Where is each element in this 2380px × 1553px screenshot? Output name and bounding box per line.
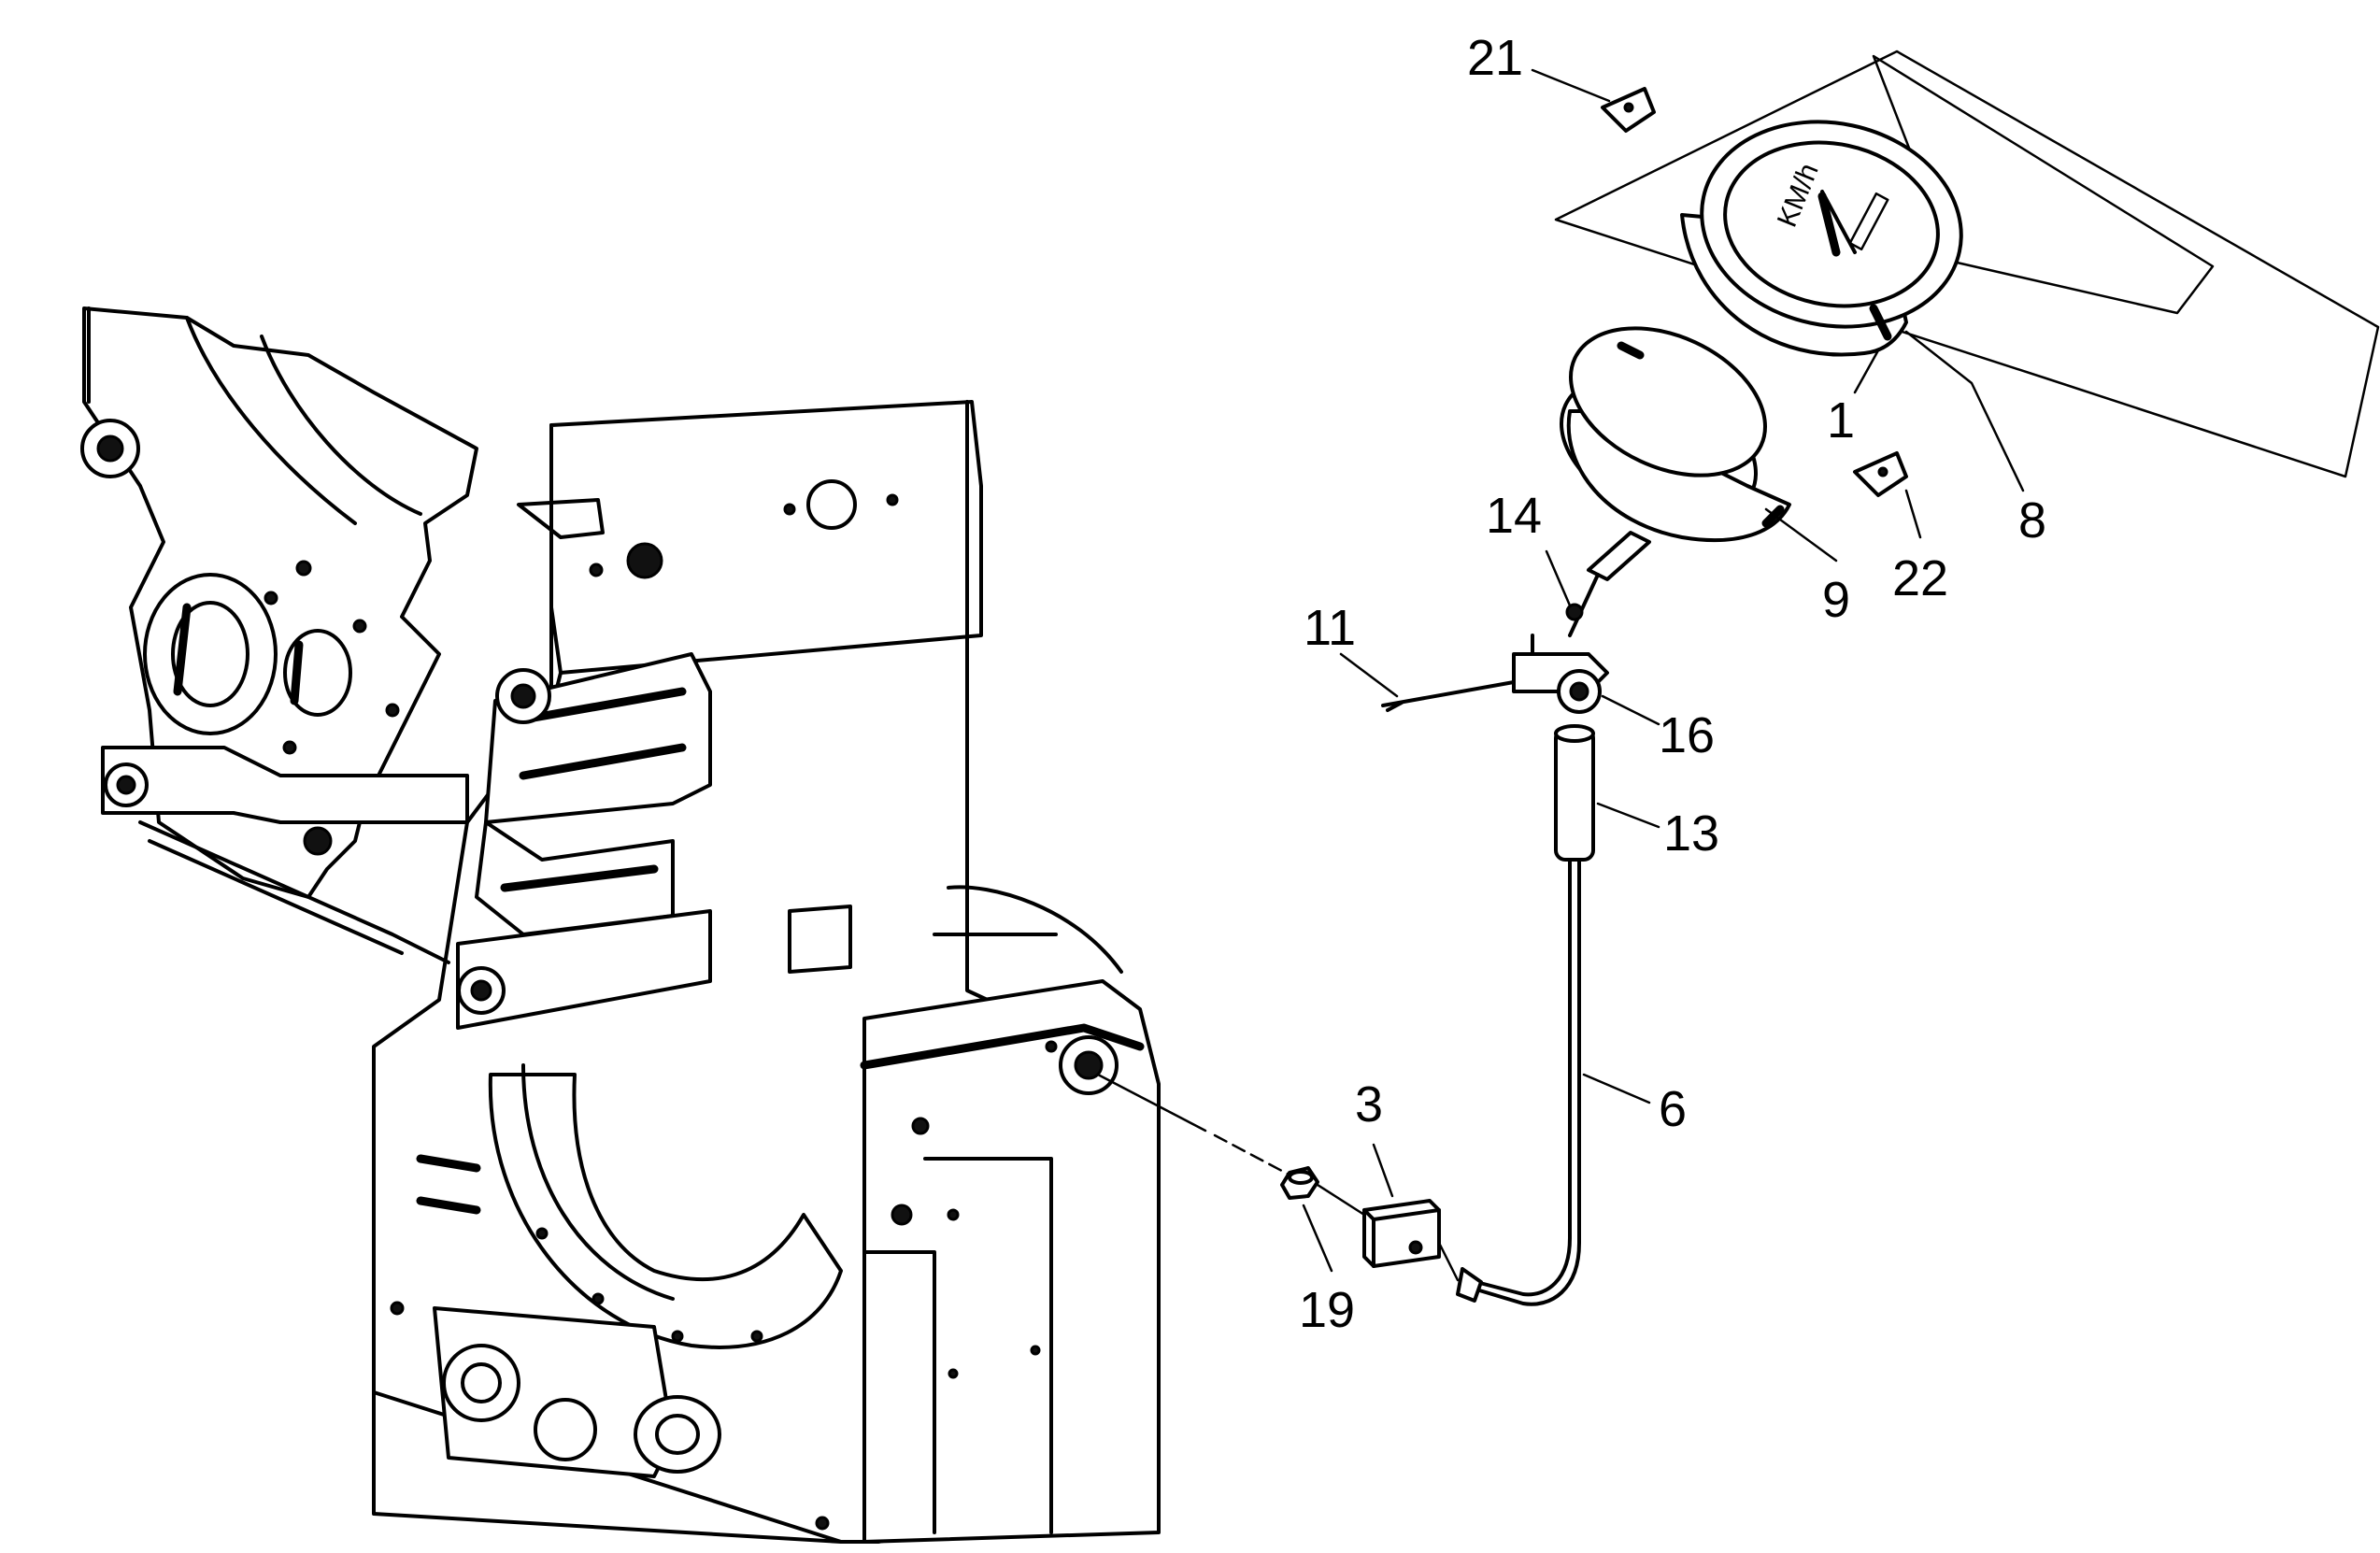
clip-22 [1853, 451, 1908, 497]
speedo-cable [1456, 858, 1581, 1306]
speedo-cable-head [1568, 531, 1651, 637]
drive-block [1362, 1199, 1460, 1282]
mounting-ring [1560, 326, 1791, 542]
callout-13: 13 [1663, 805, 1719, 862]
callout-8: 8 [2018, 492, 2046, 549]
callout-22: 22 [1892, 550, 1948, 606]
callout-1: 1 [1827, 392, 1855, 449]
cable-bracket [1512, 603, 1609, 714]
callout-14: 14 [1486, 488, 1542, 544]
transmission-housing [80, 306, 1161, 1544]
wire-11 [1381, 680, 1516, 712]
callout-9: 9 [1822, 572, 1850, 628]
speedometer-gauge: KM/h [1680, 120, 1963, 357]
callout-19: 19 [1299, 1282, 1355, 1338]
callout-11: 11 [1304, 600, 1356, 656]
drive-axis-line [1096, 1073, 1296, 1179]
callout-labels: 21 1 8 9 22 14 11 16 13 6 3 19 [1299, 30, 2046, 1338]
callout-3: 3 [1355, 1076, 1383, 1133]
callout-16: 16 [1659, 707, 1715, 763]
clip-21 [1601, 87, 1656, 133]
callout-6: 6 [1659, 1081, 1687, 1137]
nut-19 [1280, 1166, 1366, 1217]
leader-lines [1302, 68, 2025, 1273]
callout-21: 21 [1467, 30, 1523, 86]
cable-sleeve [1554, 724, 1595, 862]
